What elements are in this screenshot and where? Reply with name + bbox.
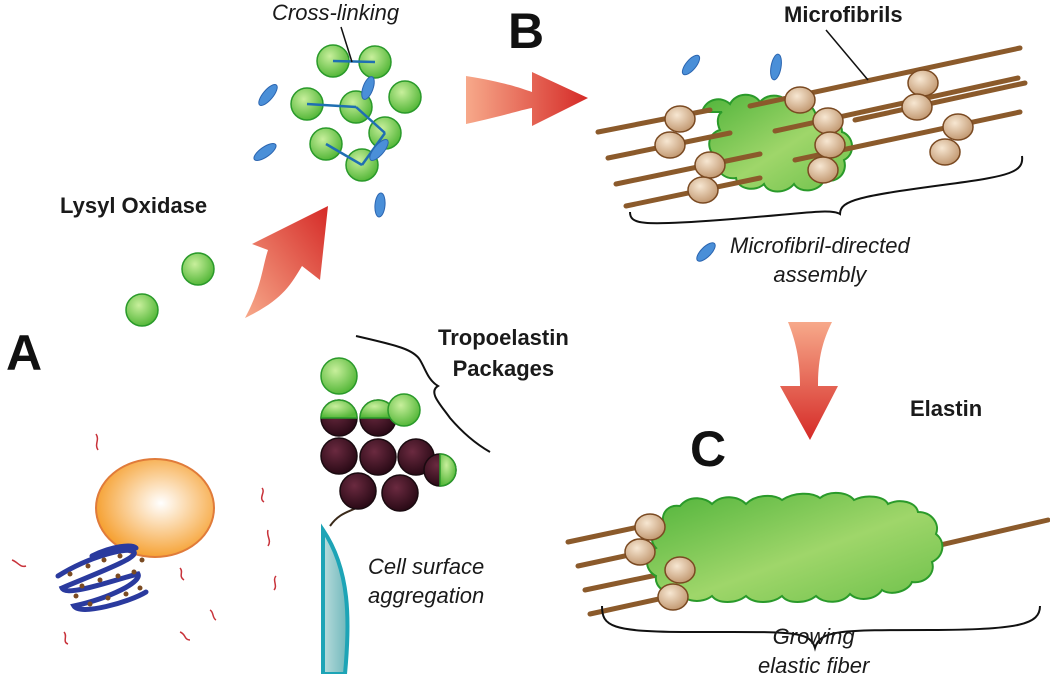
microfibril-brace bbox=[629, 155, 1024, 225]
microfibril-directed-line2: assembly bbox=[773, 262, 867, 287]
arrow-b-to-c bbox=[780, 322, 838, 440]
microfibrils-label: Microfibrils bbox=[784, 2, 903, 27]
elastic-fiber bbox=[565, 492, 1050, 652]
growing-line1: Growing bbox=[772, 624, 855, 649]
endoplasmic-reticulum bbox=[55, 543, 149, 612]
lysyl-oxidase-enzymes bbox=[253, 76, 389, 218]
cell-surface-line1: Cell surface bbox=[368, 554, 485, 579]
lysyl-oxidase-label: Lysyl Oxidase bbox=[60, 193, 208, 218]
tropoelastin-line2: Packages bbox=[452, 356, 555, 381]
lysyl-oxidase-b bbox=[681, 53, 782, 262]
arrow-to-b bbox=[466, 72, 588, 126]
growing-line2: elastic fiber bbox=[758, 653, 870, 678]
cell-surface-group bbox=[320, 335, 491, 674]
ribosome-dots bbox=[67, 553, 145, 607]
microfibril-directed-line1: Microfibril-directed bbox=[730, 233, 910, 258]
microfibrils-pointer bbox=[825, 29, 869, 81]
crosslinking-label: Cross-linking bbox=[272, 0, 400, 25]
stage-label-a: A bbox=[6, 325, 43, 381]
stage-label-b: B bbox=[508, 3, 545, 59]
microfibril-assembly bbox=[595, 29, 1028, 262]
crosslinking-pointer bbox=[340, 26, 353, 63]
microfibril-directed-label: Microfibril-directed assembly bbox=[730, 231, 910, 289]
cell-nucleus bbox=[95, 458, 215, 558]
fibrillin-beads-c bbox=[624, 513, 696, 611]
tropoelastin-label: Tropoelastin Packages bbox=[438, 322, 569, 384]
cell-surface-label: Cell surface aggregation bbox=[368, 552, 484, 610]
protein-squiggles bbox=[11, 433, 277, 645]
tropoelastin-line1: Tropoelastin bbox=[438, 325, 569, 350]
fibrillin-beads-b bbox=[654, 69, 974, 204]
tropoelastin-brace bbox=[355, 335, 491, 453]
elastic-fiber-brace bbox=[601, 605, 1041, 652]
crosslinking-cluster bbox=[253, 26, 422, 218]
free-tropoelastin bbox=[125, 252, 215, 327]
cell-group bbox=[11, 433, 277, 645]
elastin-blob-c bbox=[646, 492, 944, 603]
cell-membrane bbox=[321, 523, 350, 674]
growing-fiber-label: Growing elastic fiber bbox=[758, 622, 869, 680]
elastin-label: Elastin bbox=[910, 396, 983, 421]
arrow-a-to-crosslinking bbox=[245, 206, 328, 318]
stage-label-c: C bbox=[690, 421, 727, 477]
tropoelastin-packages bbox=[320, 357, 457, 487]
cell-surface-line2: aggregation bbox=[368, 583, 485, 608]
